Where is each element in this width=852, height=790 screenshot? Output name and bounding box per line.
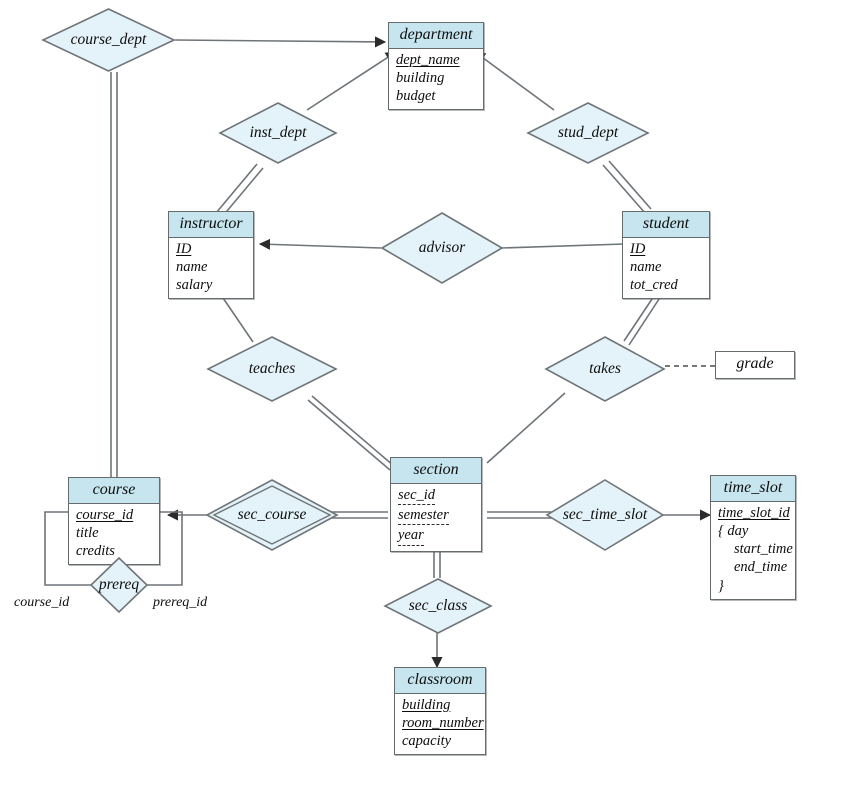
relationship-sec_course[interactable]: sec_course [205, 479, 339, 551]
relationship-teaches[interactable]: teaches [206, 336, 338, 402]
edge-takes-section [486, 392, 566, 464]
entity-department-title: department [389, 23, 483, 49]
relationship-takes[interactable]: takes [544, 336, 666, 402]
attribute-year: year [398, 527, 424, 546]
sec_class-diamond [383, 578, 493, 634]
relationship-course_dept[interactable]: course_dept [41, 8, 176, 72]
attribute-instructor-id: ID [176, 240, 192, 257]
attribute-multivalue-close: } [718, 577, 724, 594]
edge-student-takes-a [623, 292, 657, 342]
relationship-inst_dept[interactable]: inst_dept [218, 102, 338, 164]
edge-instructor-inst_dept-b [221, 167, 264, 218]
attribute-room_number: room_number [402, 714, 484, 731]
relationship-sec_class[interactable]: sec_class [383, 578, 493, 634]
relationship-stud_dept[interactable]: stud_dept [526, 102, 650, 164]
attribute-course_id: course_id [76, 506, 134, 523]
attribute-capacity: capacity [402, 733, 452, 750]
attribute-day: { day [718, 522, 749, 539]
attribute-student-id: ID [630, 240, 646, 257]
entity-student-title: student [623, 212, 709, 238]
attribute-student-name: name [630, 258, 662, 275]
attribute-dept_name: dept_name [396, 51, 460, 68]
attribute-box-grade-label: grade [736, 355, 774, 372]
role-label-course_id-text: course_id [14, 595, 70, 610]
entity-time_slot-title: time_slot [711, 476, 795, 502]
edge-student-stud_dept-b [608, 160, 652, 210]
edge-teaches-section-a [311, 395, 395, 467]
entity-time_slot-attributes: time_slot_id { day start_time end_time } [711, 501, 795, 599]
attribute-year-wrap: year [398, 526, 474, 546]
course_dept-diamond [41, 8, 176, 72]
role-label-prereq_id: prereq_id [153, 595, 207, 611]
entity-classroom-title: classroom [395, 668, 485, 694]
takes-diamond [544, 336, 666, 402]
attribute-sec_id: sec_id [398, 487, 436, 505]
entity-section-attributes: sec_id semester year [391, 483, 481, 551]
edge-student-stud_dept-a [602, 164, 646, 214]
entity-instructor[interactable]: instructor ID name salary [168, 211, 254, 300]
entity-course-attributes: course_id title credits [69, 503, 159, 565]
entity-section[interactable]: section sec_id semester year [390, 457, 482, 552]
attribute-sec_id-wrap: sec_id [398, 486, 474, 506]
entity-department[interactable]: department dept_name building budget [388, 22, 484, 111]
attribute-title: title [76, 524, 99, 541]
attribute-instructor-name: name [176, 258, 208, 275]
attribute-classroom-building: building [402, 696, 451, 713]
attribute-box-grade[interactable]: grade [715, 351, 795, 379]
prereq-diamond [89, 556, 149, 614]
entity-classroom[interactable]: classroom building room_number capacity [394, 667, 486, 756]
edge-teaches-section-b [307, 399, 391, 471]
entity-time_slot[interactable]: time_slot time_slot_id { day start_time … [710, 475, 796, 600]
entity-student-attributes: ID name tot_cred [623, 237, 709, 299]
edge-instructor-inst_dept-a [215, 163, 258, 214]
entity-student[interactable]: student ID name tot_cred [622, 211, 710, 300]
stud_dept-diamond [526, 102, 650, 164]
sec_course-diamond-inner [212, 485, 332, 545]
advisor-diamond [380, 212, 504, 284]
teaches-diamond [206, 336, 338, 402]
attribute-time_slot_id: time_slot_id [718, 504, 790, 521]
attribute-budget: budget [396, 88, 436, 105]
edge-advisor-instructor [258, 238, 382, 250]
edge-advisor-student [500, 243, 625, 249]
entity-section-title: section [391, 458, 481, 484]
relationship-advisor[interactable]: advisor [380, 212, 504, 284]
edge-instructor-teaches [220, 294, 254, 343]
attribute-building: building [396, 69, 445, 86]
attribute-tot_cred: tot_cred [630, 277, 678, 294]
attribute-semester: semester [398, 507, 449, 526]
attribute-end_time: end_time [734, 559, 788, 576]
role-label-course_id: course_id [14, 595, 69, 611]
entity-course[interactable]: course course_id title credits [68, 477, 160, 566]
entity-department-attributes: dept_name building budget [389, 48, 483, 110]
inst_dept-diamond [218, 102, 338, 164]
entity-instructor-attributes: ID name salary [169, 237, 253, 299]
attribute-start_time: start_time [734, 541, 793, 558]
entity-course-title: course [69, 478, 159, 504]
entity-instructor-title: instructor [169, 212, 253, 238]
sec_time_slot-diamond [545, 479, 665, 551]
relationship-sec_time_slot[interactable]: sec_time_slot [545, 479, 665, 551]
entity-classroom-attributes: building room_number capacity [395, 693, 485, 755]
attribute-salary: salary [176, 277, 213, 294]
edge-course_dept-department [174, 36, 387, 48]
relationship-prereq[interactable]: prereq [89, 556, 149, 614]
attribute-semester-wrap: semester [398, 506, 474, 526]
role-label-prereq_id-text: prereq_id [153, 595, 208, 610]
